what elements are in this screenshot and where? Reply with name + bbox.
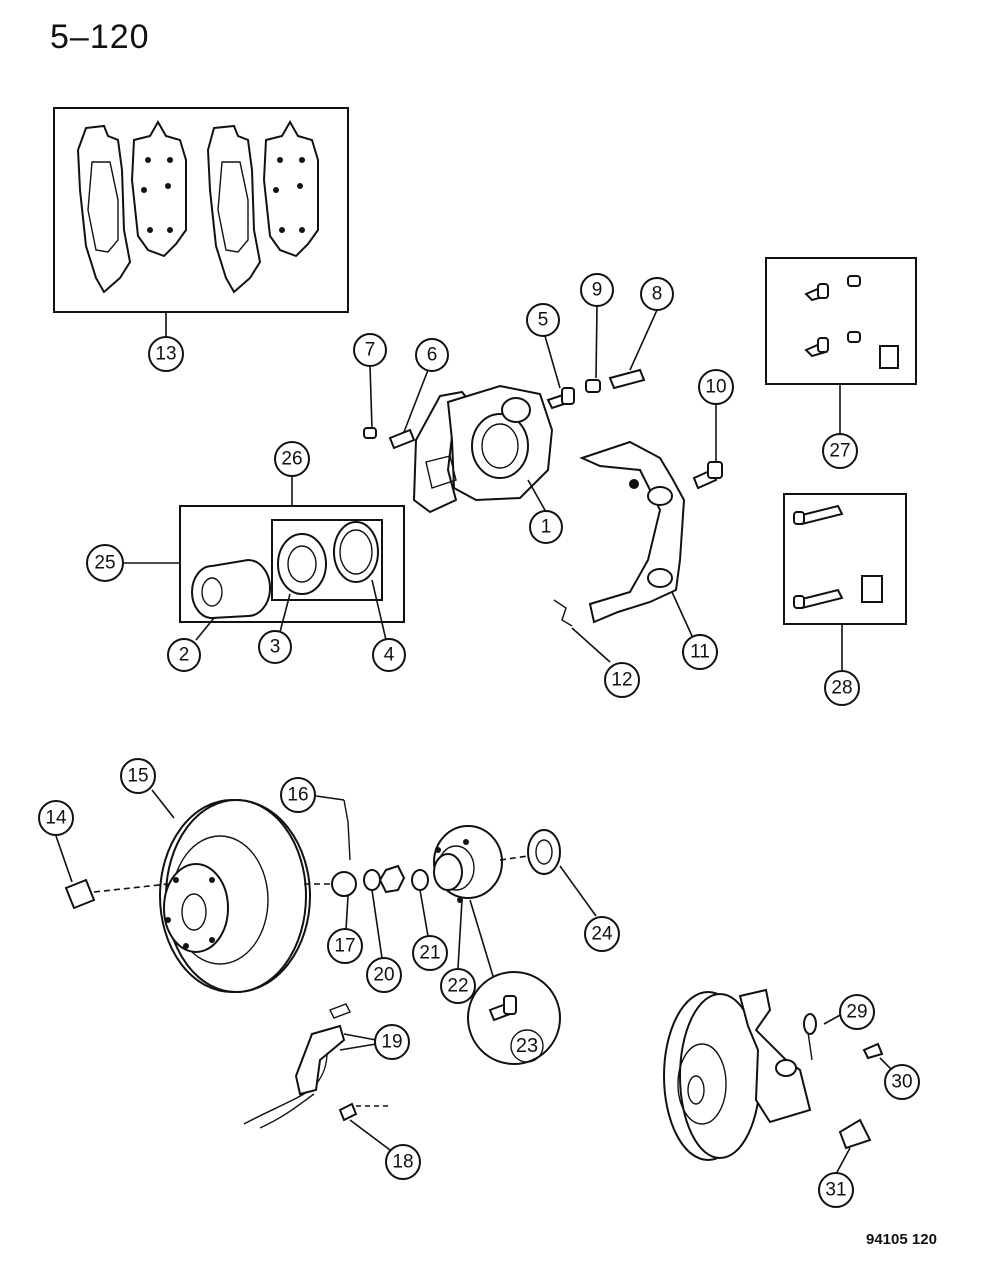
brake-pad-kit <box>53 107 349 313</box>
callout-3: 3 <box>258 630 292 664</box>
small-screws <box>363 427 416 450</box>
callout-2: 2 <box>167 638 201 672</box>
page-title: 5–120 <box>50 18 150 56</box>
callout-label: 25 <box>94 553 115 574</box>
callout-label: 29 <box>846 1002 867 1023</box>
callout-29: 29 <box>839 994 875 1030</box>
callout-label: 7 <box>365 340 376 361</box>
callout-label: 14 <box>45 808 67 829</box>
callout-label: 23 <box>516 1035 538 1057</box>
callout-label: 17 <box>334 936 355 957</box>
callout-27: 27 <box>822 433 858 469</box>
callout-30: 30 <box>884 1064 920 1100</box>
retaining-clip <box>553 599 573 627</box>
callout-label: 19 <box>381 1032 402 1053</box>
figure-code: 94105 120 <box>866 1231 937 1248</box>
callout-label: 27 <box>829 441 850 462</box>
callout-15: 15 <box>120 758 156 794</box>
callout-20: 20 <box>366 957 402 993</box>
callout-label: 26 <box>281 449 302 470</box>
callout-label: 6 <box>427 345 438 366</box>
callout-6: 6 <box>415 338 449 372</box>
callout-24: 24 <box>584 916 620 952</box>
wheel-stud-detail <box>467 971 561 1065</box>
callout-21: 21 <box>412 935 448 971</box>
callout-label: 10 <box>705 377 726 398</box>
callout-28: 28 <box>824 670 860 706</box>
callout-8: 8 <box>640 277 674 311</box>
lug-nut <box>64 878 96 910</box>
callout-1: 1 <box>529 510 563 544</box>
caliper-adapter <box>579 440 686 624</box>
callout-5: 5 <box>526 303 560 337</box>
callout-label: 2 <box>179 645 190 666</box>
callout-label: 20 <box>373 965 394 986</box>
callout-11: 11 <box>682 634 718 670</box>
callout-16: 16 <box>280 777 316 813</box>
callout-label: 1 <box>541 517 552 538</box>
callout-label: 31 <box>825 1180 846 1201</box>
sensor-bracket <box>243 1003 358 1129</box>
callout-7: 7 <box>353 333 387 367</box>
callout-label: 13 <box>155 344 176 365</box>
callout-23: 23 <box>510 1029 544 1063</box>
callout-13: 13 <box>148 336 184 372</box>
caliper-housing <box>412 384 554 514</box>
callout-label: 12 <box>611 670 632 691</box>
callout-14: 14 <box>38 800 74 836</box>
piston-seal-kit <box>179 505 405 623</box>
callout-label: 5 <box>538 310 549 331</box>
bleeder-and-pins <box>546 368 646 410</box>
callout-12: 12 <box>604 662 640 698</box>
callout-25: 25 <box>86 544 124 582</box>
callout-label: 3 <box>270 637 281 658</box>
callout-4: 4 <box>372 638 406 672</box>
callout-label: 9 <box>592 280 603 301</box>
callout-label: 21 <box>419 943 440 964</box>
callout-label: 30 <box>891 1072 912 1093</box>
callout-31: 31 <box>818 1172 854 1208</box>
callout-label: 11 <box>690 642 710 663</box>
callout-17: 17 <box>327 928 363 964</box>
callout-9: 9 <box>580 273 614 307</box>
callout-label: 22 <box>447 976 468 997</box>
callout-label: 15 <box>127 766 148 787</box>
guide-pin-kit <box>783 493 907 625</box>
brake-rotor <box>159 799 311 993</box>
callout-label: 18 <box>392 1152 413 1173</box>
hub-parts <box>331 799 561 903</box>
callout-label: 16 <box>287 785 308 806</box>
callout-26: 26 <box>274 441 310 477</box>
callout-label: 28 <box>831 678 852 699</box>
caliper-pin-kit <box>765 257 917 385</box>
callout-label: 4 <box>384 645 395 666</box>
callout-22: 22 <box>440 968 476 1004</box>
callout-19: 19 <box>374 1024 410 1060</box>
callout-18: 18 <box>385 1144 421 1180</box>
callout-label: 24 <box>591 924 613 945</box>
knuckle-assembly <box>663 988 884 1161</box>
callout-label: 8 <box>652 284 663 305</box>
callout-10: 10 <box>698 369 734 405</box>
